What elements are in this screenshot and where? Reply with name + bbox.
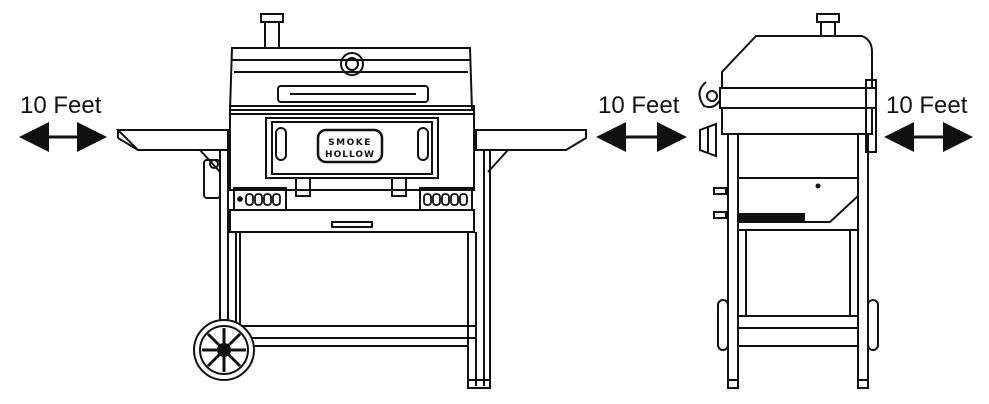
control-knobs-right (423, 193, 468, 206)
logo-plate (316, 128, 384, 164)
grill-side-view (698, 13, 879, 389)
control-knobs-left (237, 193, 281, 206)
logo-line-1: SMOKE (328, 138, 372, 148)
clearance-label-left: 10 Feet (20, 92, 102, 119)
clearance-label-right: 10 Feet (886, 92, 968, 119)
grill-front-view (115, 13, 587, 389)
clearance-label-middle: 10 Feet (598, 92, 680, 119)
logo-line-2: HOLLOW (325, 150, 375, 160)
